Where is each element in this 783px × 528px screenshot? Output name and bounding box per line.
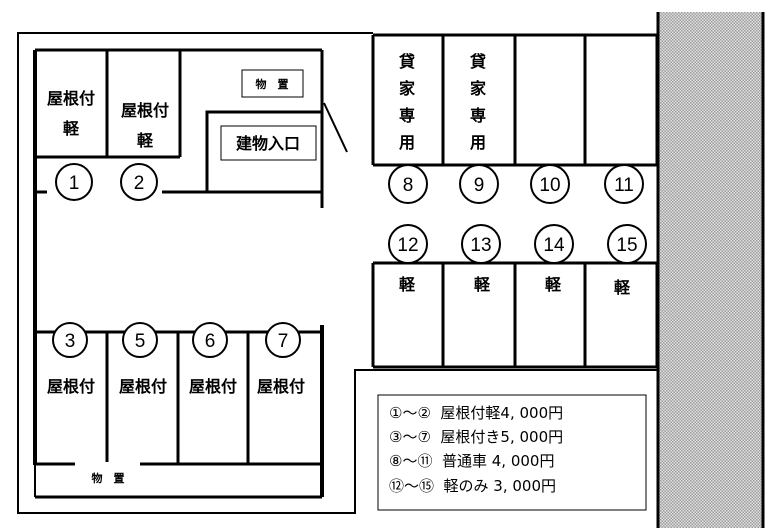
svg-text:11: 11: [614, 175, 634, 196]
legend-line-4: ⑫～⑮ 軽のみ 3, 000円: [389, 477, 556, 495]
svg-text:5: 5: [135, 331, 146, 352]
slot-5-label: 屋根付: [119, 377, 167, 396]
slot-10-marker: 10: [530, 164, 570, 204]
slot-3-label: 屋根付: [47, 377, 95, 396]
slot-1-label: 屋根付: [47, 89, 95, 108]
slot-7-label: 屋根付: [257, 377, 305, 396]
slot-1-marker: 1: [55, 163, 93, 201]
svg-text:14: 14: [543, 235, 565, 256]
legend-line-2: ③～⑦ 屋根付き5, 000円: [389, 428, 563, 446]
svg-text:15: 15: [616, 235, 637, 256]
legend-line-1: ①～② 屋根付軽4, 000円: [389, 404, 563, 422]
svg-text:3: 3: [65, 331, 76, 352]
slot-9-label-char: 家: [470, 79, 487, 98]
slot-5-marker: 5: [122, 322, 158, 358]
svg-text:1: 1: [69, 173, 80, 194]
slot-2-marker: 2: [120, 163, 158, 201]
slot-2-label: 屋根付: [121, 101, 169, 120]
svg-text:10: 10: [539, 175, 560, 196]
svg-text:12: 12: [397, 235, 418, 256]
storage-label-bottom: 物 置: [92, 471, 125, 485]
price-legend: [377, 394, 647, 511]
road-area: [658, 12, 763, 528]
slot-9-label-char: 用: [470, 133, 486, 152]
slot-9-label-char: 貸: [469, 52, 486, 71]
slot-8-marker: 8: [388, 164, 428, 204]
slot-2-type: 軽: [137, 131, 154, 150]
door: [323, 102, 348, 153]
svg-text:7: 7: [278, 331, 289, 352]
svg-text:9: 9: [474, 175, 485, 196]
svg-text:6: 6: [205, 331, 216, 352]
slot-12-marker: 12: [388, 224, 428, 264]
svg-text:8: 8: [403, 175, 414, 196]
legend-line-3: ⑧～⑪ 普通車 4, 000円: [389, 452, 554, 470]
slot-13-label: 軽: [474, 275, 491, 294]
storage-label: 物 置: [256, 77, 289, 91]
slot-13-marker: 13: [461, 224, 501, 264]
slot-9-marker: 9: [459, 164, 499, 204]
property-boundary: [17, 32, 658, 514]
slot-14-marker: 14: [534, 224, 574, 264]
slot-15-label: 軽: [614, 278, 631, 297]
slot-12-label: 軽: [399, 275, 416, 294]
slot-8-label-char: 貸: [398, 52, 415, 71]
slot-3-marker: 3: [52, 322, 88, 358]
slot-9-label-char: 専: [470, 106, 486, 125]
slot-8-label-char: 用: [399, 133, 415, 152]
svg-text:2: 2: [134, 173, 145, 194]
slot-14-label: 軽: [545, 275, 562, 294]
slot-6-label: 屋根付: [189, 377, 237, 396]
slot-11-marker: 11: [604, 164, 644, 204]
slot-15-marker: 15: [607, 224, 647, 264]
left-parking-area: [33, 48, 348, 499]
slot-6-marker: 6: [192, 322, 228, 358]
building-entrance-label: 建物入口: [236, 134, 300, 153]
slot-8-label-char: 専: [399, 106, 415, 125]
svg-text:13: 13: [470, 235, 491, 256]
slot-8-label-char: 家: [399, 79, 416, 98]
slot-1-type: 軽: [63, 119, 80, 138]
slot-7-marker: 7: [265, 322, 301, 358]
